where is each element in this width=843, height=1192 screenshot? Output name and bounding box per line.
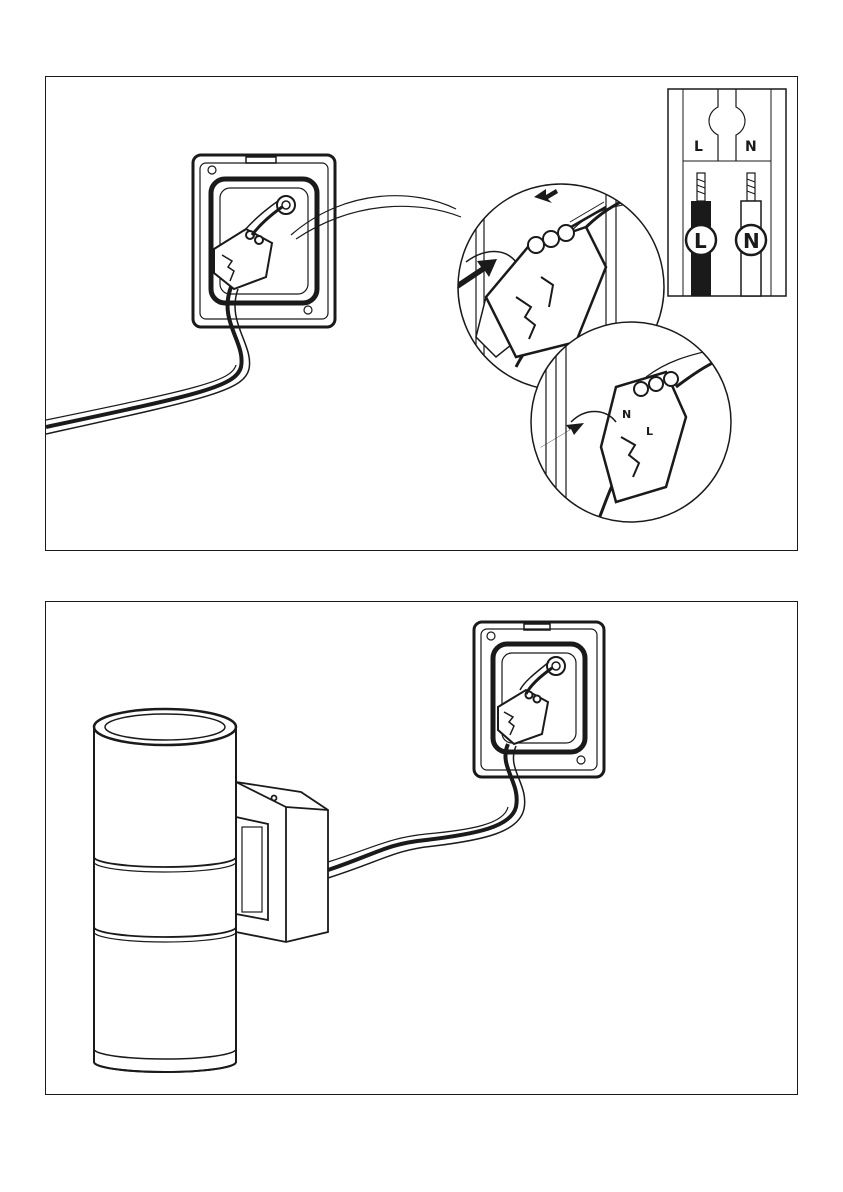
polarity-legend: L N L N xyxy=(668,89,786,296)
step-panel-wiring: N L L N L N xyxy=(45,76,798,551)
legend-wire-n-label: N xyxy=(743,229,760,253)
detail-terminal-n-label: N xyxy=(622,408,631,421)
terminal-block-plate xyxy=(498,690,548,744)
terminal-block-plate xyxy=(214,229,272,289)
wiring-illustration: N L L N L N xyxy=(46,77,799,552)
legend-wire-l-label: L xyxy=(694,229,707,253)
legend-terminal-l-label: L xyxy=(694,139,703,155)
cylinder-lamp xyxy=(94,709,236,1072)
detail-terminal-l-label: L xyxy=(646,425,653,438)
legend-terminal-n-label: N xyxy=(745,139,757,155)
detail-release: N L xyxy=(531,317,736,537)
wall-bracket xyxy=(236,782,328,942)
fixture-illustration xyxy=(46,602,799,1096)
step-panel-fixture xyxy=(45,601,798,1095)
